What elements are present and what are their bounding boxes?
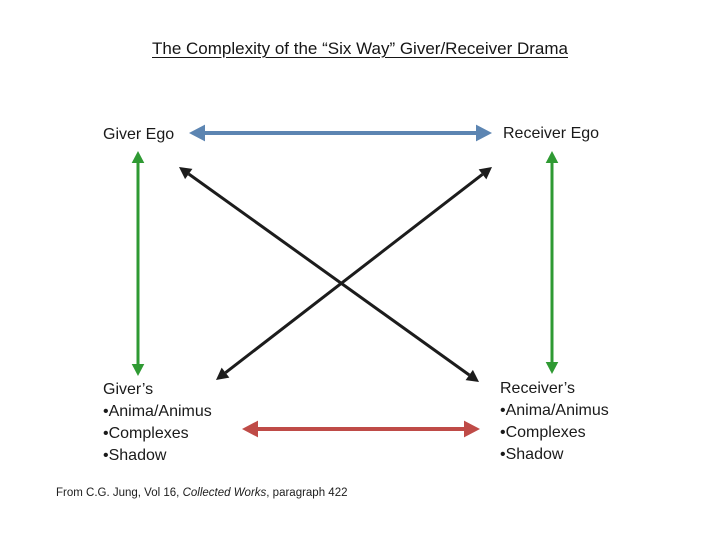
slide-title: The Complexity of the “Six Way” Giver/Re… <box>152 39 568 58</box>
giver-unconscious-item-shadow: •Shadow <box>103 447 167 464</box>
receiver-ego-receiver-unconscious-arrow <box>545 151 559 374</box>
citation-prefix: From C.G. Jung, Vol 16, <box>56 487 183 499</box>
receiver-unconscious-item-shadow: •Shadow <box>500 446 564 463</box>
citation-work-title: Collected Works <box>182 487 267 499</box>
receiver-unconscious-item-complexes: •Complexes <box>500 424 586 441</box>
label-giver-unconscious: Giver’s •Anima/Animus •Complexes •Shadow <box>103 379 212 467</box>
giver-unconscious-receiver-unconscious-arrow <box>242 420 480 438</box>
giver-unconscious-item-anima-animus: •Anima/Animus <box>103 403 212 420</box>
citation-suffix: , paragraph 422 <box>266 487 348 499</box>
label-receiver-ego: Receiver Ego <box>503 125 600 142</box>
label-receiver-unconscious: Receiver’s •Anima/Animus •Complexes •Sha… <box>500 378 609 466</box>
source-citation: From C.G. Jung, Vol 16, Collected Works,… <box>56 487 347 499</box>
label-giver-ego: Giver Ego <box>103 126 175 143</box>
giver-ego-receiver-ego-arrow <box>189 124 492 142</box>
receiver-unconscious-item-anima-animus: •Anima/Animus <box>500 402 609 419</box>
giver-ego-giver-unconscious-arrow <box>131 151 145 376</box>
giver-ego-receiver-unconscious-arrow <box>179 167 479 382</box>
receiver-unconscious-heading: Receiver’s <box>500 380 575 397</box>
giver-unconscious-receiver-ego-arrow <box>216 167 492 380</box>
giver-unconscious-heading: Giver’s <box>103 381 154 398</box>
giver-unconscious-item-complexes: •Complexes <box>103 425 189 442</box>
